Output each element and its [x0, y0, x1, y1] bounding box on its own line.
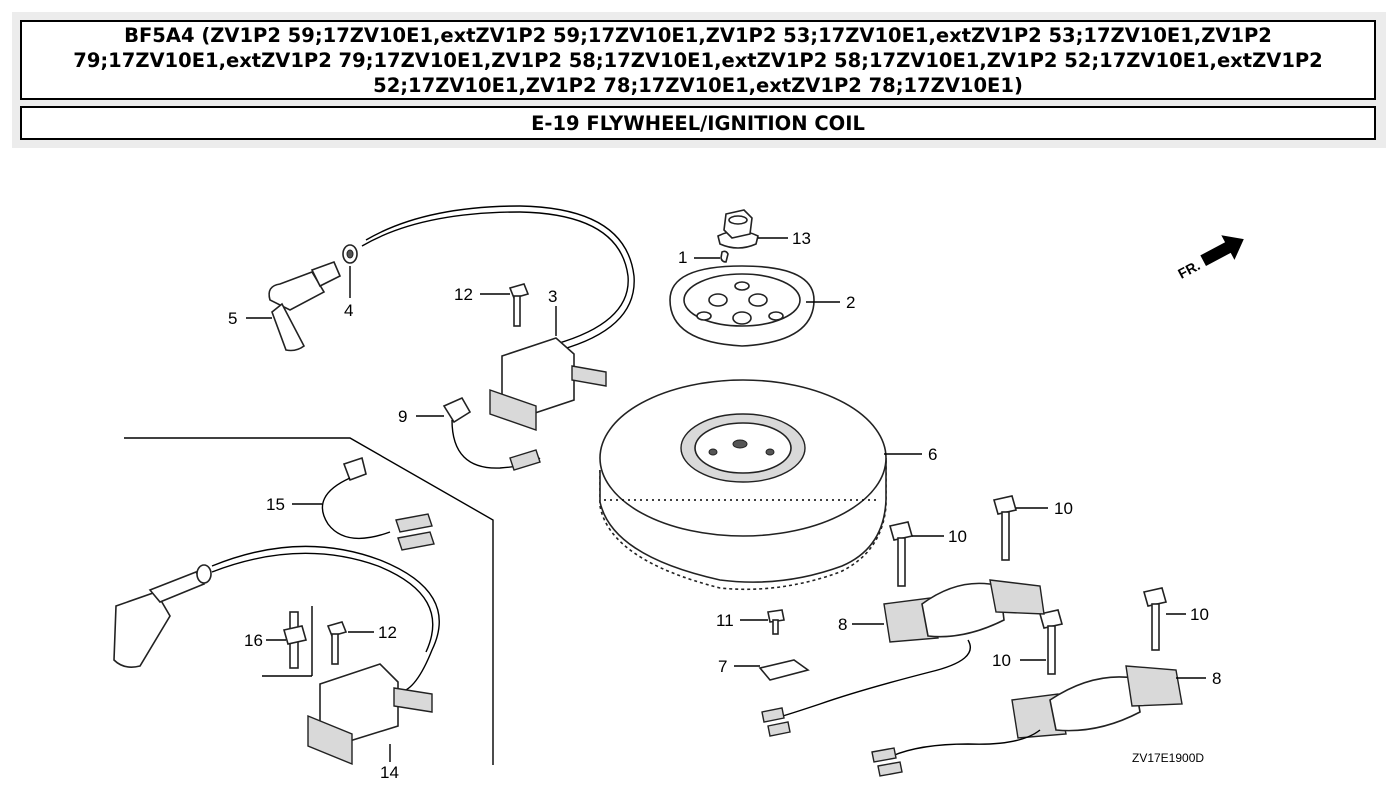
part-9-ground-wire[interactable] [442, 396, 541, 471]
part-12-bolt-upper[interactable] [508, 283, 530, 327]
part-4-grommet[interactable] [342, 244, 358, 264]
callout-10-d: 10 [992, 651, 1011, 670]
part-1-woodruff-key[interactable] [720, 250, 729, 263]
callout-12-lower: 12 [378, 623, 397, 642]
part-11-screw[interactable] [767, 609, 785, 635]
part-10-bolt-c[interactable] [1142, 587, 1168, 651]
callout-8-lower: 8 [1212, 669, 1221, 688]
callout-11: 11 [716, 611, 734, 630]
callout-9: 9 [398, 407, 407, 426]
callout-8-upper: 8 [838, 615, 847, 634]
callout-6: 6 [928, 445, 937, 464]
callout-13: 13 [792, 229, 811, 248]
drawing-code: ZV17E1900D [1132, 751, 1204, 765]
part-8-charge-coil-lower[interactable] [871, 665, 1183, 777]
callout-3: 3 [548, 287, 557, 306]
part-8-charge-coil-upper[interactable] [761, 579, 1045, 737]
leader-lines [246, 257, 1206, 762]
part-6-flywheel[interactable] [599, 379, 887, 591]
part-3-ignition-coil[interactable] [361, 205, 635, 431]
callout-12-upper: 12 [454, 285, 473, 304]
model-title: BF5A4 (ZV1P2 59;17ZV10E1,extZV1P2 59;17Z… [73, 23, 1323, 97]
model-title-box: BF5A4 (ZV1P2 59;17ZV10E1,extZV1P2 59;17Z… [20, 20, 1376, 100]
part-5-spark-plug-cap[interactable] [268, 260, 342, 352]
part-2-starter-pulley[interactable] [669, 265, 815, 347]
section-title: E-19 FLYWHEEL/IGNITION COIL [531, 111, 865, 135]
part-13-flange-nut[interactable] [717, 209, 759, 249]
callout-1: 1 [678, 248, 687, 267]
callout-10-c: 10 [1190, 605, 1209, 624]
callout-labels: 1 2 3 4 5 6 7 8 8 9 10 10 10 10 11 12 12… [228, 229, 1221, 782]
part-10-bolt-a[interactable] [992, 495, 1018, 561]
callout-14: 14 [380, 763, 399, 782]
front-direction-indicator: FR. [1175, 235, 1244, 282]
part-14-ignition-coil-alt[interactable] [113, 545, 440, 766]
callout-15: 15 [266, 495, 285, 514]
part-16-stud[interactable] [262, 606, 313, 677]
callout-7: 7 [718, 657, 727, 676]
section-title-box: E-19 FLYWHEEL/IGNITION COIL [20, 106, 1376, 140]
callout-2: 2 [846, 293, 855, 312]
header-panel: BF5A4 (ZV1P2 59;17ZV10E1,extZV1P2 59;17Z… [12, 12, 1386, 148]
callout-10-a: 10 [1054, 499, 1073, 518]
front-label: FR. [1175, 257, 1202, 282]
callout-10-b: 10 [948, 527, 967, 546]
part-10-bolt-b[interactable] [888, 521, 914, 587]
callout-4: 4 [344, 301, 353, 320]
part-7-clip[interactable] [758, 659, 810, 681]
part-15-ground-wire[interactable] [321, 456, 435, 551]
part-12-bolt-lower[interactable] [326, 621, 348, 665]
part-10-bolt-d[interactable] [1038, 609, 1064, 675]
callout-5: 5 [228, 309, 237, 328]
callout-16: 16 [244, 631, 263, 650]
alternate-type-divider [124, 437, 494, 765]
front-arrow-icon [1200, 235, 1244, 266]
